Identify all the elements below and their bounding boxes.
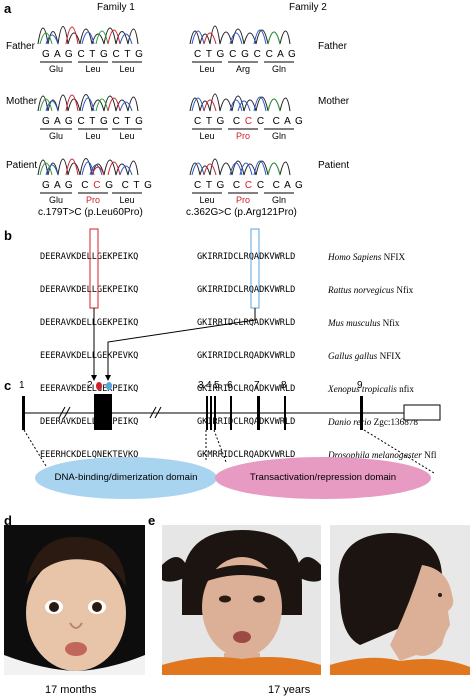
alignment-right: GKIRRIDCLRQADKVWRLD GKIRRIDCLRQADKVWRLD … <box>197 230 295 472</box>
f1-mother-aa1: Glu <box>48 131 63 141</box>
f2-father-aa2: Arg <box>235 64 250 74</box>
f2-mother-mut-base: C <box>244 116 254 127</box>
family1-title: Family 1 <box>97 2 135 13</box>
f1-patient-aa3: Leu <box>119 195 135 205</box>
align-right-row: GKIRRIDCLRQADKVWRLD <box>197 351 296 361</box>
caption-17-years: 17 years <box>268 684 311 696</box>
align-right-row: GKIRRIDCLRQADKVWRLD <box>197 318 296 328</box>
frontal-face-illustration <box>162 525 321 675</box>
f2-father-aa1: Leu <box>199 64 215 74</box>
f1-patient-aa1: Glu <box>48 195 63 205</box>
align-right-row: GKIRRIDCLRQADKVWRLD <box>197 252 296 262</box>
photo-frontal <box>162 525 321 675</box>
break-mark <box>154 406 162 419</box>
align-left-row: DEERAVKDELLGEKPEIKQ <box>40 417 139 427</box>
dna-binding-domain-label: DNA-binding/dimerization domain <box>54 472 198 483</box>
exon-number-6: 6 <box>227 380 233 391</box>
photo-profile <box>330 525 470 675</box>
exon-number-8: 8 <box>281 380 287 391</box>
species-row: Mus musculus Nfix <box>328 318 400 328</box>
species-row: Danio rerio Zgc:136878 <box>328 417 419 427</box>
f2-mother-aa1: Leu <box>199 131 215 141</box>
panel-e-letter: e <box>148 513 156 528</box>
align-left-row: DEERAVKDELLGEKPEIKQ <box>40 252 139 262</box>
exon-number-2: 2 <box>87 380 93 391</box>
f1-father-label: Father <box>6 41 35 52</box>
align-right-row: GKIRRIDCLRQADKVWRLD <box>197 417 296 427</box>
trace-f2-patient <box>189 158 291 176</box>
profile-face-illustration <box>330 525 470 675</box>
f2-patient-aa1: Leu <box>199 195 215 205</box>
chromatogram-traces <box>37 25 294 194</box>
align-right-row: GKIRRIDCLRQADKVWRLD <box>197 285 296 295</box>
f2-patient-aa3: Gln <box>271 195 286 205</box>
exon-number-7: 7 <box>254 380 260 391</box>
infant-face-illustration <box>4 525 145 675</box>
f1-mutation: c.179T>C (p.Leu60Pro) <box>38 207 143 218</box>
trace-f2-mother <box>189 93 291 112</box>
f2-mother-aa2: Pro <box>235 131 250 141</box>
codon-lines <box>40 61 294 194</box>
exon-number-9: 9 <box>357 380 363 391</box>
caption-17-months: 17 months <box>45 684 97 696</box>
transactivation-domain-label: Transactivation/repression domain <box>249 472 397 483</box>
align-left-row: EEERAVKDELLGEKPEIKQ <box>40 384 139 394</box>
f1-mother-aa2: Leu <box>85 131 101 141</box>
f1-mother-label: Mother <box>6 96 38 107</box>
photo-infant <box>4 525 145 675</box>
exon-number-4: 4 <box>206 380 212 391</box>
exon-number-3: 3 <box>198 380 204 391</box>
panel-d-letter: d <box>4 513 12 528</box>
panel-c-letter: c <box>4 378 12 393</box>
f2-patient-aa2: Pro <box>235 195 250 205</box>
trace-f1-father <box>37 26 139 45</box>
f2-patient-seq: C T G C C C C A G <box>194 180 304 191</box>
species-row: Rattus norvegicus Nfix <box>328 285 414 295</box>
align-left-row: DEERAVKDELLGEKPEIKQ <box>40 285 139 295</box>
trace-f2-father <box>189 25 291 45</box>
f2-father-seq: C T G C G C C A G <box>194 49 297 60</box>
f2-patient-mut-base: C <box>244 180 254 191</box>
f2-mother-label: Mother <box>318 96 350 107</box>
species-list: Homo Sapiens NFIX Rattus norvegicus Nfix… <box>328 230 436 472</box>
alignment-left: DEERAVKDELLGEKPEIKQ DEERAVKDELLGEKPEIKQ … <box>40 230 138 472</box>
break-mark <box>149 406 157 419</box>
f1-father-aa1: Glu <box>48 64 63 74</box>
f2-mother-seq: C T G C C C C A G <box>194 116 304 127</box>
f2-mother-aa3: Gln <box>271 131 286 141</box>
f2-mutation: c.362G>C (p.Arg121Pro) <box>186 207 297 218</box>
species-row: Homo Sapiens NFIX <box>328 252 406 262</box>
species-row: Gallus gallus NFIX <box>328 351 402 361</box>
panel-b-letter: b <box>4 228 12 243</box>
align-right-row: GKIRRIDCLRQADKVWRLD <box>197 384 296 394</box>
f1-father-seq: G A G C T G C T G <box>42 49 144 60</box>
trace-f1-patient <box>37 158 139 176</box>
exon-number-5: 5 <box>214 380 220 391</box>
f1-father-aa3: Leu <box>119 64 135 74</box>
align-left-row: DEERAVKDELLGEKPEIKQ <box>40 318 139 328</box>
f2-patient-label: Patient <box>318 160 350 171</box>
species-row: Xenopus tropicalis nfix <box>328 384 414 394</box>
f1-father-aa2: Leu <box>85 64 101 74</box>
f2-father-label: Father <box>318 41 347 52</box>
f1-patient-aa2: Pro <box>85 195 100 205</box>
f1-mother-aa3: Leu <box>119 131 135 141</box>
family2-title: Family 2 <box>289 2 327 13</box>
f1-patient-mut-base: C <box>93 180 102 191</box>
species-row: Drosophila melanogaster Nfl <box>328 450 437 460</box>
align-left-row: EEERAVKDELLGEKPEVKQ <box>40 351 139 361</box>
f2-father-aa3: Gln <box>271 64 286 74</box>
align-left-row: EEERHCKDELQNEKTEVKQ <box>40 450 139 460</box>
exon-1 <box>22 396 25 430</box>
panel-a-letter: a <box>4 1 12 16</box>
trace-f1-mother <box>37 94 139 112</box>
f1-patient-seq: G A G C C G C T G <box>42 180 153 191</box>
exon-number-1: 1 <box>19 380 25 391</box>
f1-mother-seq: G A G C T G C T G <box>42 116 144 127</box>
f1-patient-label: Patient <box>6 160 38 171</box>
align-right-row: GKMRRIDCLRQADKVWRLD <box>197 450 296 460</box>
